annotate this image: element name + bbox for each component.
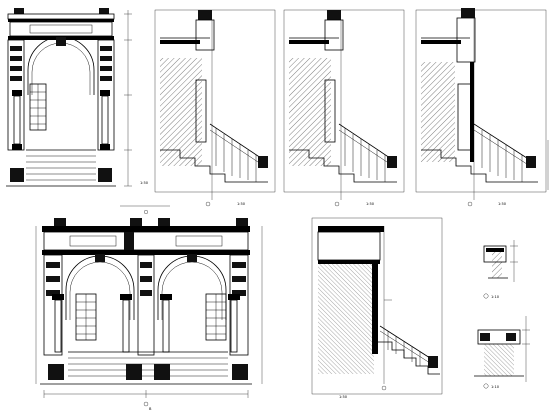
- door-grille: [75, 293, 227, 341]
- stair-railing: [473, 123, 536, 182]
- steps: [6, 149, 116, 187]
- column: [52, 294, 240, 353]
- pier: [43, 254, 249, 356]
- rustication-right: [100, 46, 112, 81]
- scale-label: 1:50: [498, 202, 507, 206]
- door-grille: [30, 84, 46, 130]
- scale-label: 1:50: [237, 202, 246, 206]
- front-elevation-large: B: [35, 205, 263, 411]
- steps: [40, 351, 252, 385]
- section-1: 1:50: [154, 9, 276, 207]
- section-4: 1:50: [311, 217, 443, 399]
- scale-label: 1:50: [339, 395, 348, 399]
- detail-b: 1:10: [474, 316, 530, 389]
- stair-railing: [379, 325, 438, 368]
- detail-a: 1:10: [483, 240, 518, 299]
- stair-railing: [209, 123, 268, 182]
- scale-label: 1:50: [366, 202, 375, 206]
- section-3: 1:50: [415, 8, 549, 207]
- column: [12, 90, 110, 150]
- rustication-left: [10, 46, 22, 81]
- scale-label: 1:50: [140, 181, 149, 185]
- axis-label-b: B: [149, 407, 152, 411]
- detail-scale-label: 1:10: [491, 295, 500, 299]
- front-elevation-small: 1:50: [6, 8, 149, 187]
- stair-railing: [338, 123, 397, 182]
- section-2: 1:50: [283, 9, 405, 207]
- urn-ornament: [14, 8, 109, 14]
- detail-scale-label: 1:10: [491, 385, 500, 389]
